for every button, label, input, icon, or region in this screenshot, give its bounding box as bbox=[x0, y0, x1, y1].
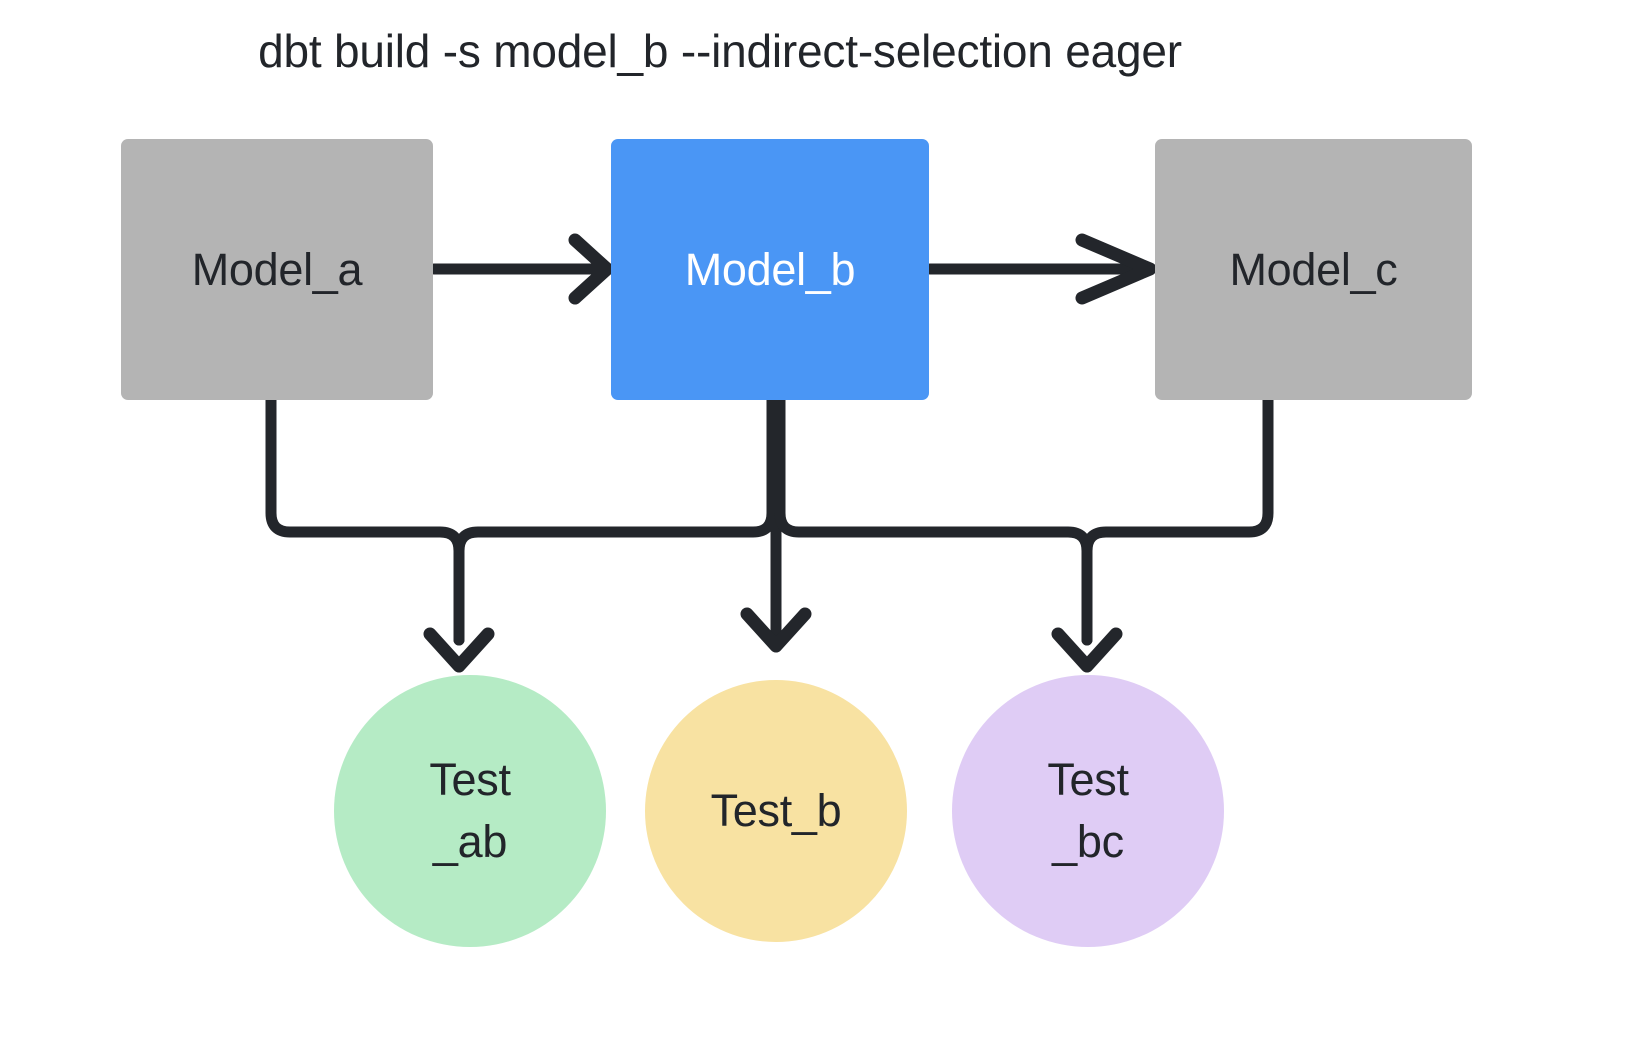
node-model-c-label: Model_c bbox=[1229, 244, 1398, 295]
node-model-b[interactable]: Model_b bbox=[611, 139, 929, 400]
node-model-c[interactable]: Model_c bbox=[1155, 139, 1472, 400]
node-model-a-label: Model_a bbox=[191, 244, 363, 295]
node-test-bc[interactable]: Test _bc bbox=[952, 675, 1224, 947]
node-test-b[interactable]: Test_b bbox=[645, 680, 907, 942]
node-test-bc-label: Test _bc bbox=[1047, 753, 1129, 867]
edge-model-a-to-test-ab bbox=[265, 394, 465, 646]
node-model-a[interactable]: Model_a bbox=[121, 139, 433, 400]
edge-model-b-to-model-c bbox=[924, 233, 1157, 305]
node-test-b-label: Test_b bbox=[710, 784, 842, 836]
page-title: dbt build -s model_b --indirect-selectio… bbox=[258, 25, 1182, 77]
edge-model-b-to-test-bc bbox=[774, 394, 1093, 646]
node-test-ab-label: Test _ab bbox=[429, 753, 511, 867]
arrowhead-test-ab bbox=[423, 627, 495, 673]
arrowhead-test-bc bbox=[1051, 627, 1123, 673]
node-test-ab[interactable]: Test _ab bbox=[334, 675, 606, 947]
edge-model-c-to-test-bc bbox=[1081, 394, 1274, 646]
edge-model-a-to-model-b bbox=[428, 233, 614, 305]
edge-model-b-to-test-b bbox=[740, 394, 812, 653]
node-model-b-label: Model_b bbox=[684, 244, 856, 295]
edge-model-b-to-test-ab bbox=[453, 394, 778, 646]
